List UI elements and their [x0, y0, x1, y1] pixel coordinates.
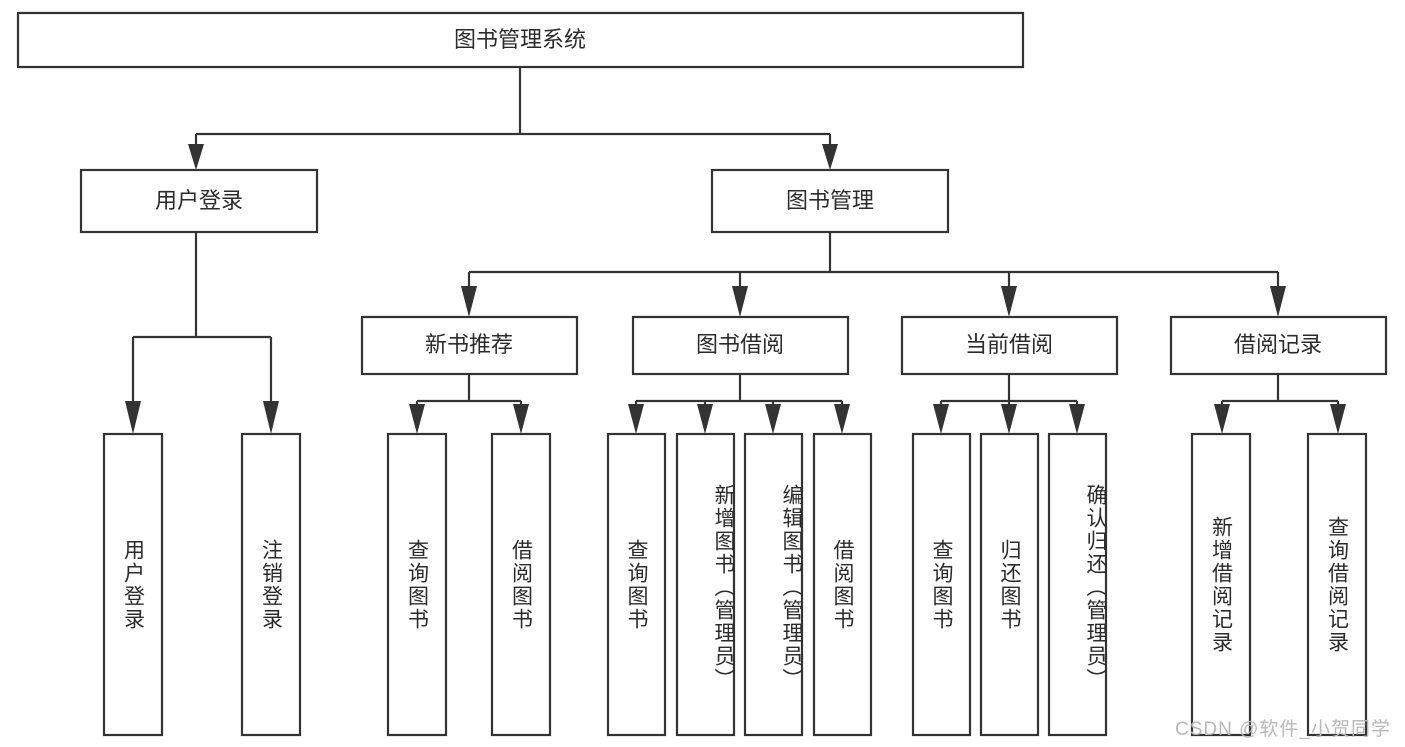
node-book-borrow-label: 图书借阅 — [696, 332, 784, 357]
node-leaf-logout[interactable] — [240, 432, 302, 737]
node-book-management[interactable] — [710, 168, 950, 234]
arrow-root-to-book — [822, 144, 838, 170]
arrow-current-leaf-3 — [1069, 404, 1085, 434]
node-borrow-record-label: 借阅记录 — [1234, 332, 1322, 357]
node-leaf-query-book-a[interactable] — [386, 432, 448, 737]
arrow-borrow-leaf-2 — [697, 404, 713, 434]
csdn-watermark: CSDN @软件_小贺同学 — [1175, 719, 1391, 740]
arrow-newbook-leaf-2 — [513, 404, 529, 434]
node-user-login-label: 用户登录 — [155, 188, 243, 213]
node-leaf-query-book-c[interactable] — [911, 432, 972, 737]
node-root-system[interactable] — [16, 11, 1025, 69]
node-leaf-return-book[interactable] — [979, 432, 1040, 737]
node-leaf-user-login[interactable] — [102, 432, 164, 737]
node-user-login[interactable] — [79, 168, 319, 234]
node-new-book-recommend-label: 新书推荐 — [425, 332, 513, 357]
node-leaf-add-borrow-record[interactable] — [1190, 432, 1252, 737]
node-book-management-label: 图书管理 — [786, 188, 874, 213]
node-current-borrow-label: 当前借阅 — [965, 332, 1053, 357]
arrow-borrow-leaf-4 — [834, 404, 850, 434]
node-new-book-recommend[interactable] — [360, 315, 579, 376]
arrow-root-to-user — [188, 144, 204, 170]
arrow-current-leaf-2 — [1001, 404, 1017, 434]
arrow-newbook-leaf-1 — [409, 404, 425, 434]
node-leaf-edit-book-admin[interactable] — [743, 432, 804, 737]
arrow-current-leaf-1 — [933, 404, 949, 434]
connector-layer — [125, 67, 1346, 434]
node-current-borrow[interactable] — [900, 315, 1119, 376]
node-leaf-query-borrow-record[interactable] — [1306, 432, 1368, 737]
node-leaf-add-book-admin[interactable] — [675, 432, 736, 737]
node-leaf-borrow-book-b[interactable] — [812, 432, 873, 737]
node-leaf-borrow-book-a[interactable] — [490, 432, 552, 737]
node-borrow-record[interactable] — [1169, 315, 1388, 376]
arrow-borrow-leaf-1 — [628, 404, 644, 434]
node-leaf-query-book-b[interactable] — [606, 432, 667, 737]
arrow-book-child-2 — [732, 286, 748, 317]
arrow-user-leaf-1 — [125, 401, 141, 434]
node-book-borrow[interactable] — [631, 315, 850, 376]
arrow-borrow-leaf-3 — [765, 404, 781, 434]
node-leaf-confirm-return-admin[interactable] — [1047, 432, 1108, 737]
node-layer: 图书管理系统 用户登录 图书管理 新书推荐 图书借阅 当前借阅 借阅记录 — [16, 11, 1388, 737]
arrow-book-child-3 — [1001, 286, 1017, 317]
arrow-record-leaf-2 — [1330, 404, 1346, 434]
arrow-book-child-1 — [461, 286, 477, 317]
arrow-record-leaf-1 — [1214, 404, 1230, 434]
arrow-book-child-4 — [1270, 286, 1286, 317]
node-root-system-label: 图书管理系统 — [454, 27, 586, 52]
arrow-user-leaf-2 — [263, 401, 279, 434]
